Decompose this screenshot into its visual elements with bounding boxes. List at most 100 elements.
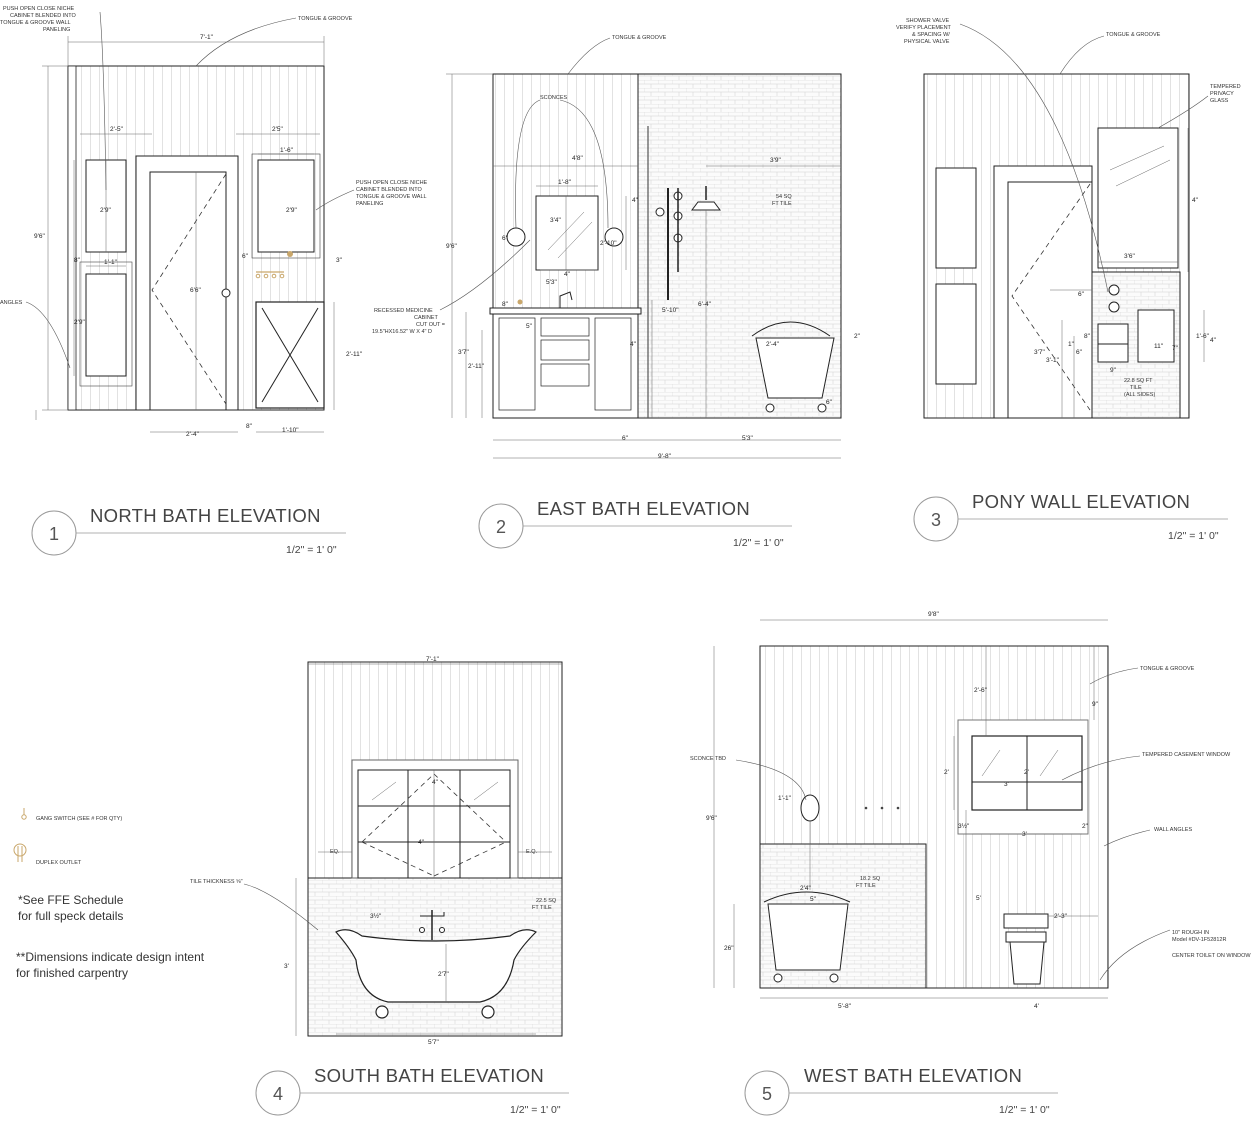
- svg-text:& SPACING W/: & SPACING W/: [912, 32, 950, 38]
- svg-text:4': 4': [1034, 1003, 1039, 1010]
- svg-text:FT TILE: FT TILE: [856, 883, 876, 889]
- svg-text:E.Q.: E.Q.: [526, 849, 537, 855]
- svg-text:6": 6": [502, 235, 509, 242]
- svg-text:1/2" = 1' 0": 1/2" = 1' 0": [286, 544, 337, 556]
- svg-text:7'-1": 7'-1": [426, 656, 440, 663]
- svg-text:1'-6": 1'-6": [1196, 333, 1210, 340]
- svg-text:VERIFY PLACEMENT: VERIFY PLACEMENT: [896, 25, 952, 31]
- svg-text:FT TILE: FT TILE: [532, 905, 552, 911]
- svg-text:2: 2: [496, 517, 506, 537]
- svg-text:1/2" = 1' 0": 1/2" = 1' 0": [510, 1104, 561, 1116]
- svg-text:6": 6": [1078, 291, 1085, 298]
- svg-text:18.2 SQ: 18.2 SQ: [860, 876, 881, 882]
- svg-text:2'-11": 2'-11": [468, 363, 485, 370]
- svg-text:4": 4": [1192, 197, 1199, 204]
- svg-text:5": 5": [526, 323, 533, 330]
- svg-text:9'6": 9'6": [34, 233, 45, 240]
- svg-text:6": 6": [826, 399, 833, 406]
- south-annotations: TILE THICKNESS ⅝" EQ. E.Q. 22.5 SQ FT TI…: [190, 656, 557, 1046]
- svg-text:*See FFE Schedule: *See FFE Schedule: [18, 893, 124, 907]
- svg-text:9": 9": [1110, 367, 1117, 374]
- svg-text:1'-1": 1'-1": [104, 259, 118, 266]
- north-elevation-drawing: [25, 11, 355, 433]
- svg-text:Model #DV-1F52812R: Model #DV-1F52812R: [1172, 937, 1226, 943]
- svg-text:2'-3": 2'-3": [1054, 913, 1068, 920]
- svg-text:9'-8": 9'-8": [658, 453, 672, 460]
- svg-text:4": 4": [1210, 337, 1217, 344]
- svg-text:8": 8": [502, 301, 509, 308]
- svg-text:22.8 SQ FT: 22.8 SQ FT: [1124, 378, 1153, 384]
- south-elevation-drawing: [243, 661, 563, 1037]
- svg-text:1'-10": 1'-10": [282, 427, 299, 434]
- svg-text:3': 3': [1004, 781, 1009, 788]
- svg-text:9'6": 9'6": [706, 815, 717, 822]
- svg-text:TONGUE & GROOVE WALL: TONGUE & GROOVE WALL: [0, 20, 71, 26]
- svg-text:2'-4": 2'-4": [186, 431, 200, 438]
- svg-text:ANGLES: ANGLES: [0, 300, 23, 306]
- svg-text:PUSH OPEN CLOSE NICHE: PUSH OPEN CLOSE NICHE: [3, 6, 75, 12]
- east-annotations: TONGUE & GROOVE SCONCES RECESSED MEDICIN…: [372, 35, 861, 460]
- svg-text:GLASS: GLASS: [1210, 98, 1229, 104]
- svg-text:CABINET BLENDED INTO: CABINET BLENDED INTO: [356, 187, 423, 193]
- legend: GANG SWITCH (SEE # FOR QTY) DUPLEX OUTLE…: [13, 808, 205, 980]
- svg-text:1'-1": 1'-1": [778, 795, 792, 802]
- svg-text:8": 8": [1084, 333, 1091, 340]
- east-title-block: 2 EAST BATH ELEVATION 1/2" = 1' 0": [478, 498, 792, 549]
- north-title-block: 1 NORTH BATH ELEVATION 1/2" = 1' 0": [31, 505, 346, 556]
- svg-text:TILE: TILE: [1130, 385, 1142, 391]
- south-title-block: 4 SOUTH BATH ELEVATION 1/2" = 1' 0": [255, 1065, 569, 1116]
- svg-text:1/2" = 1' 0": 1/2" = 1' 0": [999, 1104, 1050, 1116]
- svg-text:3½": 3½": [370, 912, 382, 920]
- svg-text:3'7": 3'7": [1034, 349, 1045, 356]
- svg-text:PHYSICAL VALVE: PHYSICAL VALVE: [904, 39, 950, 45]
- svg-text:3'4": 3'4": [550, 217, 561, 224]
- svg-text:8": 8": [74, 257, 81, 264]
- svg-text:PONY WALL ELEVATION: PONY WALL ELEVATION: [972, 491, 1190, 512]
- svg-text:3'9": 3'9": [770, 157, 781, 164]
- svg-text:4": 4": [564, 271, 571, 278]
- svg-text:TONGUE & GROOVE: TONGUE & GROOVE: [298, 16, 353, 22]
- svg-text:2'-4": 2'-4": [766, 341, 780, 348]
- svg-text:8": 8": [246, 423, 253, 430]
- pony-title-block: 3 PONY WALL ELEVATION 1/2" = 1' 0": [913, 491, 1228, 542]
- svg-text:PANELING: PANELING: [43, 27, 70, 33]
- svg-text:for full speck details: for full speck details: [18, 909, 123, 923]
- svg-text:CENTER TOILET ON WINDOW: CENTER TOILET ON WINDOW: [1172, 953, 1251, 959]
- svg-text:11": 11": [1154, 343, 1164, 350]
- svg-text:2'9": 2'9": [286, 207, 297, 214]
- svg-text:7'-1": 7'-1": [200, 34, 214, 41]
- svg-text:TONGUE & GROOVE WALL: TONGUE & GROOVE WALL: [356, 194, 427, 200]
- svg-text:**Dimensions indicate design i: **Dimensions indicate design intent: [16, 950, 205, 964]
- svg-text:4": 4": [630, 341, 637, 348]
- svg-text:5': 5': [976, 895, 981, 902]
- svg-text:2'9": 2'9": [74, 319, 85, 326]
- svg-text:54 SQ: 54 SQ: [776, 194, 792, 200]
- svg-text:2'4": 2'4": [800, 885, 811, 892]
- svg-text:2': 2': [944, 769, 949, 776]
- svg-text:PRIVACY: PRIVACY: [1210, 91, 1234, 97]
- svg-text:for finished carpentry: for finished carpentry: [16, 966, 128, 980]
- svg-text:3'6": 3'6": [1124, 253, 1135, 260]
- svg-text:4: 4: [273, 1084, 283, 1104]
- svg-text:PUSH OPEN CLOSE NICHE: PUSH OPEN CLOSE NICHE: [356, 180, 428, 186]
- svg-text:6'6": 6'6": [190, 287, 201, 294]
- svg-text:3": 3": [336, 257, 343, 264]
- svg-text:1/2" = 1' 0": 1/2" = 1' 0": [1168, 530, 1219, 542]
- svg-text:5'3": 5'3": [742, 435, 753, 442]
- svg-text:3: 3: [931, 510, 941, 530]
- svg-text:SOUTH BATH ELEVATION: SOUTH BATH ELEVATION: [314, 1065, 544, 1086]
- svg-text:6": 6": [1076, 349, 1083, 356]
- svg-text:DUPLEX OUTLET: DUPLEX OUTLET: [36, 860, 82, 866]
- svg-text:10" ROUGH IN: 10" ROUGH IN: [1172, 930, 1209, 936]
- duplex-outlet-icon: [13, 843, 27, 862]
- svg-text:NORTH BATH ELEVATION: NORTH BATH ELEVATION: [90, 505, 321, 526]
- svg-text:4": 4": [418, 839, 425, 846]
- svg-text:RECESSED MEDICINE: RECESSED MEDICINE: [374, 308, 433, 314]
- svg-text:1: 1: [49, 524, 59, 544]
- north-annotations: PUSH OPEN CLOSE NICHE CABINET BLENDED IN…: [0, 6, 428, 438]
- svg-text:1": 1": [1068, 341, 1075, 348]
- svg-text:2': 2': [1024, 769, 1029, 776]
- svg-text:5'3": 5'3": [546, 279, 557, 286]
- svg-text:SHOWER VALVE: SHOWER VALVE: [906, 18, 950, 24]
